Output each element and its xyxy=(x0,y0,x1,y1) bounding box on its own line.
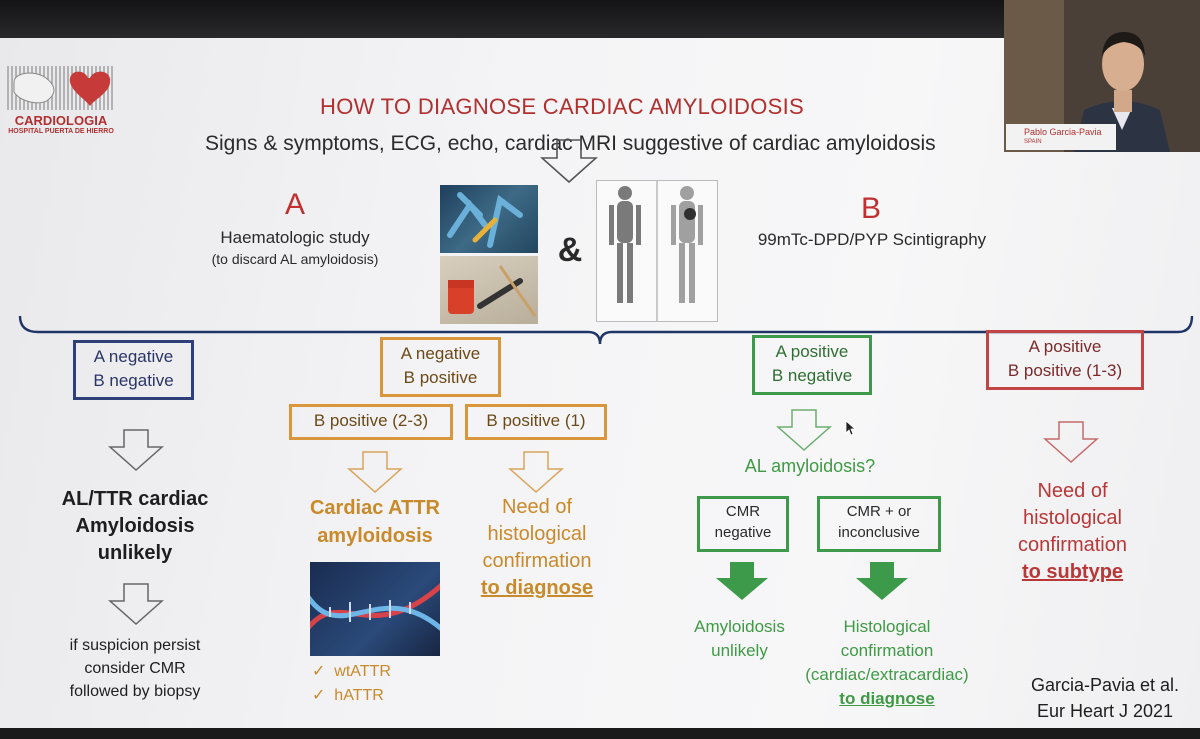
col2-result2: Need of histological confirmation to dia… xyxy=(462,494,612,602)
col1-result: AL/TTR cardiac Amyloidosis unlikely xyxy=(40,486,230,567)
col2-sub2-label: B positive (1) xyxy=(486,411,586,430)
col1-result-line1: AL/TTR cardiac xyxy=(61,488,209,510)
col2-types: ✓ wtATTR ✓ hATTR xyxy=(312,660,432,708)
col3-result2-line4: to diagnose xyxy=(839,689,935,708)
col1-result-line2: Amyloidosis xyxy=(75,515,195,537)
col2-type2-label: hATTR xyxy=(334,687,384,704)
col3-cmr-pos-line1: CMR + or xyxy=(846,503,912,520)
col2-result1-line1: Cardiac ATTR xyxy=(309,497,441,519)
col4-condition-box: A positive B positive (1-3) xyxy=(986,330,1144,390)
col2-box-line1: A negative xyxy=(400,344,481,363)
solid-down-arrow-icon xyxy=(856,562,908,600)
col4-result-line4: to subtype xyxy=(1021,561,1124,583)
slide-title: HOW TO DIAGNOSE CARDIAC AMYLOIDOSIS xyxy=(320,94,804,119)
col3-result2-line3: (cardiac/extracardiac) xyxy=(805,665,969,684)
down-arrow-icon xyxy=(1043,421,1099,464)
col2-result2-line4: to diagnose xyxy=(480,577,594,599)
down-arrow-icon xyxy=(108,583,164,626)
screen-bezel-bottom xyxy=(0,728,1200,739)
branch-brace xyxy=(18,315,1194,345)
col3-box-line2: B negative xyxy=(771,366,853,385)
col2-result1-line2: amyloidosis xyxy=(317,525,433,547)
antibody-image xyxy=(440,185,538,253)
blood-sample-image xyxy=(440,256,538,324)
col4-box-line1: A positive xyxy=(1028,337,1102,356)
solid-down-arrow-icon xyxy=(716,562,768,600)
col2-type1: ✓ wtATTR xyxy=(312,660,432,684)
col2-sub1-box: B positive (2-3) xyxy=(289,404,453,440)
col3-condition-box: A positive B negative xyxy=(752,335,872,395)
col3-cmr-positive-box: CMR + or inconclusive xyxy=(817,496,941,552)
down-arrow-icon xyxy=(108,429,164,472)
presentation-slide: CARDIOLOGIA HOSPITAL PUERTA DE HIERRO HO… xyxy=(0,38,1200,728)
slide-subtitle: Signs & symptoms, ECG, echo, cardiac MRI… xyxy=(205,132,936,155)
col4-result-line3: confirmation xyxy=(1018,534,1127,556)
citation-line2: Eur Heart J 2021 xyxy=(1036,701,1174,721)
presenter-country: SPAIN xyxy=(1024,139,1042,145)
citation: Garcia-Pavia et al. Eur Heart J 2021 xyxy=(1012,672,1198,724)
col3-cmr-neg-line2: negative xyxy=(714,524,772,541)
col4-result: Need of histological confirmation to sub… xyxy=(990,478,1155,586)
test-a-note: (to discard AL amyloidosis) xyxy=(211,251,379,267)
down-arrow-icon xyxy=(776,409,832,452)
presenter-name-tag: Pablo Garcia-Pavia SPAIN xyxy=(1006,124,1116,150)
col1-box-line2: B negative xyxy=(93,371,174,390)
col3-result2-line2: confirmation xyxy=(840,641,934,660)
col2-result1: Cardiac ATTR amyloidosis xyxy=(290,494,460,550)
col2-box-line2: B positive xyxy=(403,368,478,387)
col1-result-line3: unlikely xyxy=(97,542,173,564)
down-arrow-icon xyxy=(508,451,564,494)
col3-result1-line1: Amyloidosis xyxy=(694,617,785,636)
col3-result2: Histological confirmation (cardiac/extra… xyxy=(782,615,992,711)
col1-note-line1: if suspicion persist xyxy=(69,637,201,654)
mouse-cursor-icon xyxy=(845,420,857,436)
col2-result2-line3: confirmation xyxy=(482,550,592,572)
check-icon: ✓ xyxy=(312,663,326,680)
check-icon: ✓ xyxy=(312,687,326,704)
col3-question: AL amyloidosis? xyxy=(744,456,876,476)
test-a-letter: A xyxy=(284,188,305,221)
heart-logo-icon xyxy=(7,66,113,110)
presenter-name: Pablo Garcia-Pavia xyxy=(1024,127,1102,137)
scintigraphy-image xyxy=(596,180,718,322)
col1-note: if suspicion persist consider CMR follow… xyxy=(30,634,240,703)
col1-note-line3: followed by biopsy xyxy=(69,683,201,700)
col2-type2: ✓ hATTR xyxy=(312,684,432,708)
test-b-label: 99mTc-DPD/PYP Scintigraphy xyxy=(757,230,987,249)
col3-result2-line1: Histological xyxy=(843,617,931,636)
col4-result-line1: Need of xyxy=(1037,480,1108,502)
col4-box-line2: B positive (1-3) xyxy=(1007,361,1123,380)
col3-result1-line2: unlikely xyxy=(711,641,768,660)
col2-condition-box: A negative B positive xyxy=(380,337,501,397)
test-a-label: Haematologic study xyxy=(220,228,370,247)
ampersand: & xyxy=(557,231,583,269)
down-arrow-icon xyxy=(540,139,598,184)
logo-subtitle: HOSPITAL PUERTA DE HIERRO xyxy=(8,128,114,135)
screen-bezel-top xyxy=(0,0,1200,40)
col1-condition-box: A negative B negative xyxy=(73,340,194,400)
col2-result2-line1: Need of xyxy=(501,496,573,518)
col2-type1-label: wtATTR xyxy=(334,663,391,680)
col2-result2-line2: histological xyxy=(487,523,587,545)
hospital-logo: CARDIOLOGIA HOSPITAL PUERTA DE HIERRO xyxy=(6,62,116,136)
col3-cmr-pos-line2: inconclusive xyxy=(838,524,920,541)
col1-box-line1: A negative xyxy=(93,347,174,366)
col2-sub1-label: B positive (2-3) xyxy=(313,411,429,430)
col3-box-line1: A positive xyxy=(775,342,849,361)
col3-result1: Amyloidosis unlikely xyxy=(672,615,807,663)
col4-result-line2: histological xyxy=(1023,507,1122,529)
col3-cmr-negative-box: CMR negative xyxy=(697,496,789,552)
dna-image xyxy=(310,562,440,656)
col2-sub2-box: B positive (1) xyxy=(465,404,607,440)
presenter-video: Pablo Garcia-Pavia SPAIN xyxy=(1004,0,1200,152)
down-arrow-icon xyxy=(347,451,403,494)
col3-cmr-neg-line1: CMR xyxy=(725,503,761,520)
logo-title: CARDIOLOGIA xyxy=(14,113,108,128)
citation-line1: Garcia-Pavia et al. xyxy=(1030,675,1180,695)
test-b-letter: B xyxy=(860,192,881,225)
col1-note-line2: consider CMR xyxy=(84,660,186,677)
